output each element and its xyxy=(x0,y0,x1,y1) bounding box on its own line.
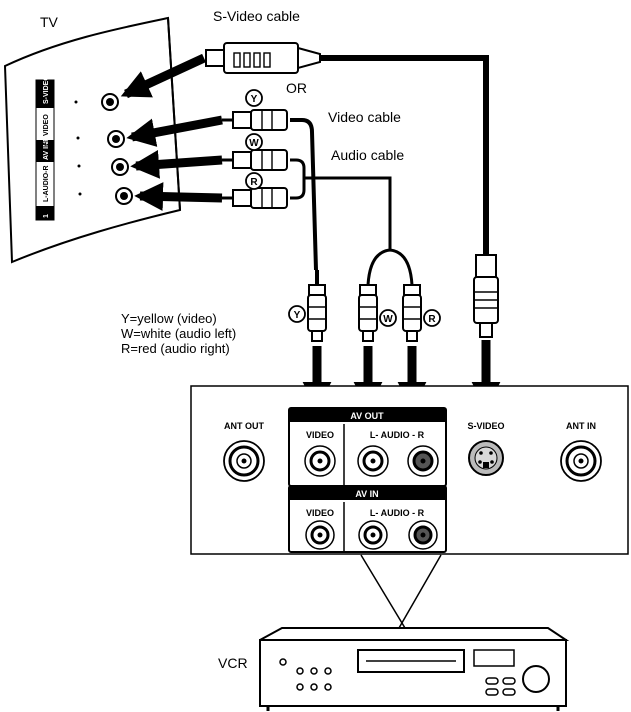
av-out-audio-left-jack xyxy=(357,445,389,477)
tv-audio-label: L-AUDIO-R xyxy=(43,165,50,202)
vcr-svideo-label: S-VIDEO xyxy=(467,421,504,431)
av-in-group: AV IN VIDEO L- AUDIO - R xyxy=(288,485,447,553)
lower-white-plug xyxy=(358,284,378,342)
lower-video-plug xyxy=(307,284,327,342)
tv-video-label: VIDEO xyxy=(43,114,50,136)
av-out-audio-right-jack xyxy=(407,445,439,477)
tv-video-jack xyxy=(107,130,125,148)
svideo-cable xyxy=(205,42,499,338)
av-in-video-label: VIDEO xyxy=(306,508,334,518)
tv-audio-left-jack xyxy=(111,158,129,176)
svg-text:R: R xyxy=(428,314,436,325)
badge-w-bottom: W xyxy=(379,309,397,327)
svideo-cable-label: S-Video cable xyxy=(213,8,300,24)
av-in-audio-right-jack xyxy=(408,520,438,550)
av-out-video-jack xyxy=(304,445,336,477)
vcr-unit xyxy=(259,627,570,711)
av-out-audio-label: L- AUDIO - R xyxy=(370,430,425,440)
badge-r-top: R xyxy=(245,172,263,190)
tv-av-input-label: AV INPUT xyxy=(43,127,50,160)
vcr-back-panel: ANT OUT ANT IN S-VIDEO xyxy=(190,385,629,555)
svg-text:R: R xyxy=(250,177,258,188)
ant-out-jack xyxy=(223,440,265,482)
av-out-group: AV OUT VIDEO L- AUDIO - R xyxy=(288,407,447,487)
badge-w-top: W xyxy=(245,133,263,151)
av-in-label: AV IN xyxy=(355,489,378,499)
audio-cable xyxy=(222,149,414,286)
vcr-svideo-jack xyxy=(468,440,504,476)
vcr-callout xyxy=(360,554,442,629)
badge-y-bottom: Y xyxy=(288,305,306,323)
legend-white: W=white (audio left) xyxy=(121,326,236,341)
video-cable-label: Video cable xyxy=(328,109,401,125)
audio-cable-label: Audio cable xyxy=(331,147,404,163)
color-legend: Y=yellow (video) W=white (audio left) R=… xyxy=(121,311,236,356)
vcr-label: VCR xyxy=(218,655,248,671)
svg-text:Y: Y xyxy=(294,310,301,321)
badge-r-bottom: R xyxy=(423,309,441,327)
svg-text:Y: Y xyxy=(251,94,258,105)
ant-in-label: ANT IN xyxy=(566,421,596,431)
badge-y-top: Y xyxy=(245,89,263,107)
tv-svideo-label: S-VIDEO xyxy=(43,75,50,104)
tv-svideo-jack xyxy=(101,93,119,111)
tv-side-panel: S-VIDEO AV INPUT VIDEO L-AUDIO-R 1 2 xyxy=(3,16,182,264)
video-cable xyxy=(222,109,318,271)
av-in-audio-left-jack xyxy=(358,520,388,550)
av-out-video-label: VIDEO xyxy=(306,430,334,440)
lower-red-plug xyxy=(402,284,422,342)
ant-in-jack xyxy=(560,440,602,482)
legend-yellow: Y=yellow (video) xyxy=(121,311,217,326)
ant-out-label: ANT OUT xyxy=(224,421,264,431)
av-in-audio-label: L- AUDIO - R xyxy=(370,508,425,518)
legend-red: R=red (audio right) xyxy=(121,341,230,356)
tv-audio-right-jack xyxy=(115,187,133,205)
tv-input-1-label: 1 xyxy=(43,214,50,218)
or-label: OR xyxy=(286,80,307,96)
svg-text:W: W xyxy=(249,138,259,149)
tv-input-2-label: 2 xyxy=(41,142,48,146)
av-in-video-jack xyxy=(305,520,335,550)
svg-text:W: W xyxy=(383,314,393,325)
tv-label: TV xyxy=(40,14,59,30)
av-out-label: AV OUT xyxy=(350,411,384,421)
